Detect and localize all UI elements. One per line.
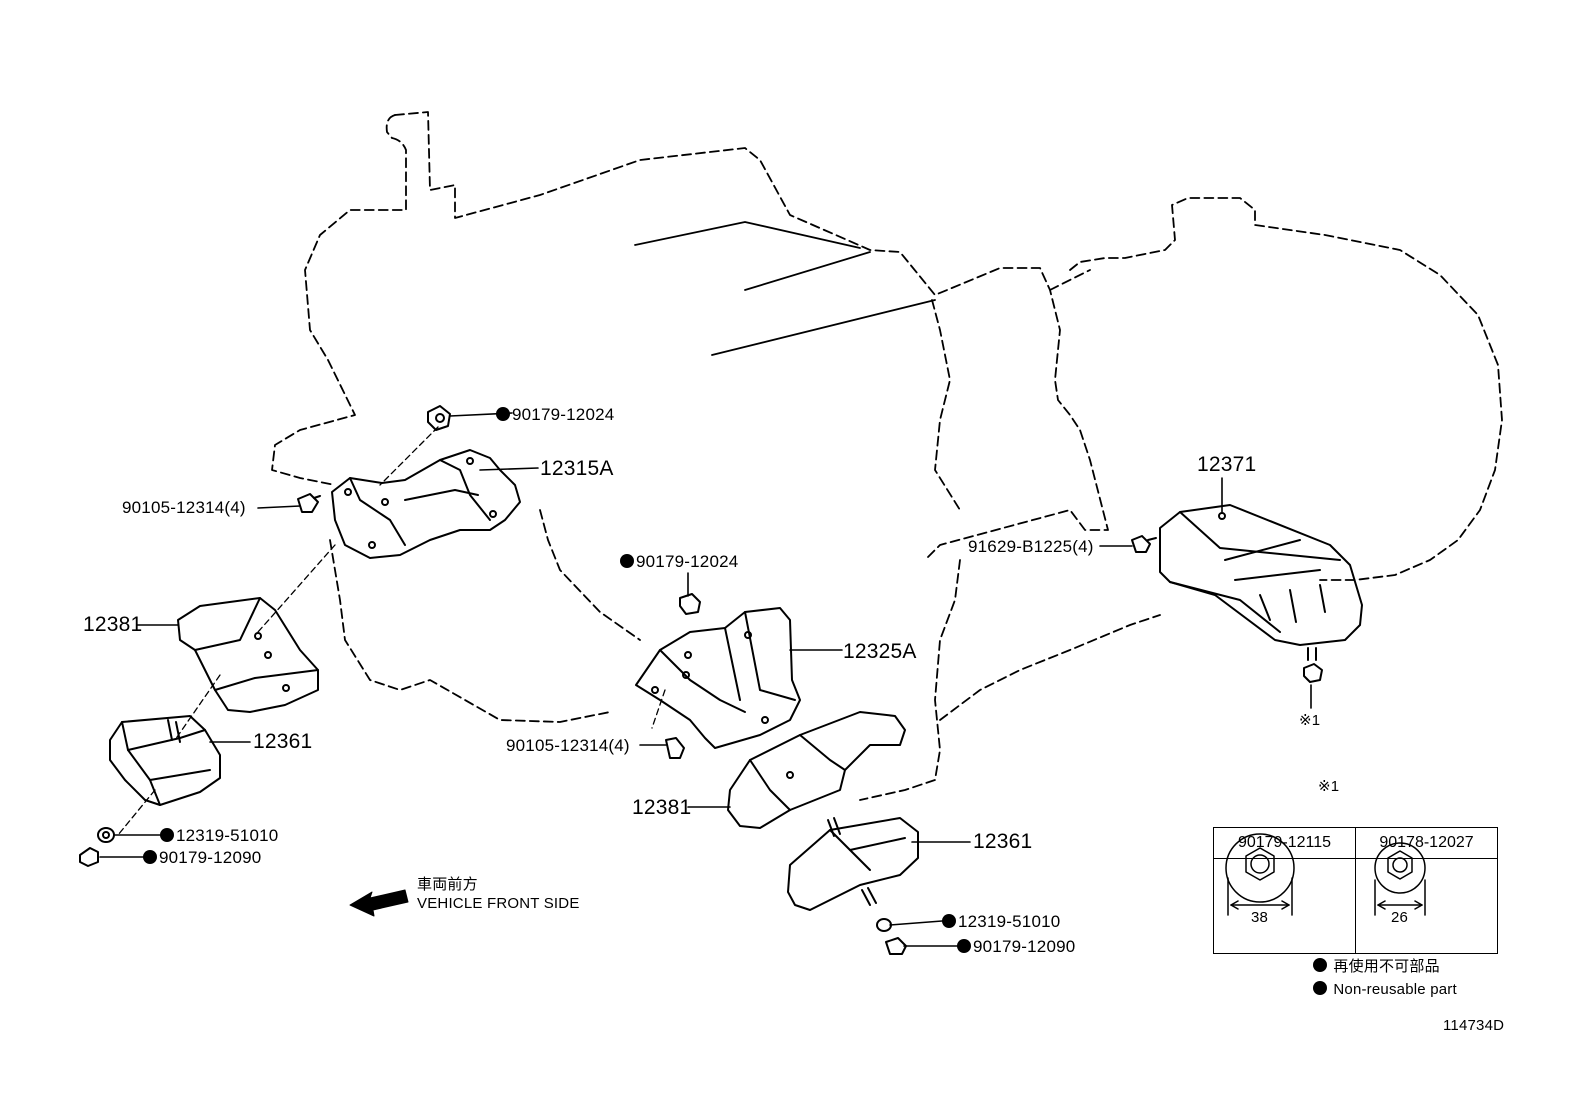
ref-table-col1-part: 90179-12115: [1213, 827, 1356, 859]
bolt-91629-shape: [1131, 535, 1157, 553]
label-12319-51010-right: 12319-51010: [942, 913, 1060, 930]
non-reusable-dot-icon: [957, 939, 971, 953]
ref-table: 90179-12115 90178-12027: [1213, 827, 1498, 954]
ref-table-title: ※1: [1318, 778, 1340, 795]
ref-table-col2-part: 90178-12027: [1355, 827, 1498, 859]
non-reusable-dot-icon: [143, 850, 157, 864]
label-91629-B1225: 91629-B1225(4): [968, 537, 1094, 556]
bracket-12325A-shape: [635, 607, 801, 749]
label-ref-mark: ※1: [1299, 712, 1321, 729]
engine-edges: [634, 221, 936, 356]
insulator-12361-left-shape: [109, 715, 221, 806]
label-12319-51010-left: 12319-51010: [160, 827, 278, 844]
label-12325A: 12325A: [843, 640, 917, 663]
label-12361-right: 12361: [973, 830, 1033, 853]
ref-table-col2-cell: [1355, 858, 1498, 954]
legend-en: Non-reusable part: [1313, 981, 1457, 997]
nut-90179-12024-b-shape: [679, 593, 701, 615]
ref-size-26: 26: [1391, 909, 1409, 926]
non-reusable-dot-icon: [160, 828, 174, 842]
label-90179-12090-right: 90179-12090: [957, 938, 1075, 955]
non-reusable-dot-icon: [620, 554, 634, 568]
engine-outline: [271, 111, 1503, 801]
insulator-12381-left-shape: [177, 597, 319, 713]
label-12381-right: 12381: [632, 796, 692, 819]
bracket-12315A-shape: [331, 449, 521, 559]
label-90105-12314-a: 90105-12314(4): [122, 498, 246, 517]
insulator-12361-right-shape: [787, 817, 919, 911]
label-12371: 12371: [1197, 453, 1257, 476]
non-reusable-dot-icon: [942, 914, 956, 928]
nut-90179-12024-a-shape: [427, 405, 451, 431]
legend-jp: 再使用不可部品: [1313, 958, 1440, 974]
label-90105-12314-b: 90105-12314(4): [506, 736, 630, 755]
ref-table-col1-cell: [1213, 858, 1356, 954]
label-90179-12024-a: 90179-12024: [496, 406, 614, 423]
non-reusable-dot-icon: [1313, 981, 1327, 995]
figure-id: 114734D: [1443, 1017, 1505, 1034]
non-reusable-dot-icon: [496, 407, 510, 421]
bracket-12371-shape: [1159, 504, 1363, 661]
nut-ref-shape: [1303, 663, 1323, 683]
label-12381-left: 12381: [83, 613, 143, 636]
nut-right-shape: [885, 937, 907, 955]
label-90179-12024-b: 90179-12024: [620, 553, 738, 570]
direction-label-jp: 車両前方: [417, 876, 478, 893]
washer-right-shape: [876, 918, 892, 932]
label-90179-12090-left: 90179-12090: [143, 849, 261, 866]
non-reusable-dot-icon: [1313, 958, 1327, 972]
bolt-90105-a-shape: [297, 493, 321, 513]
bolt-90105-b-shape: [665, 737, 685, 759]
washer-left-shape: [97, 827, 115, 843]
label-12361-left: 12361: [253, 730, 313, 753]
insulator-12381-right-shape: [727, 711, 906, 829]
direction-label-en: VEHICLE FRONT SIDE: [417, 895, 580, 912]
label-12315A: 12315A: [540, 457, 614, 480]
nut-left-shape: [79, 847, 99, 867]
left-arrow-icon: [349, 889, 409, 917]
ref-size-38: 38: [1251, 909, 1269, 926]
